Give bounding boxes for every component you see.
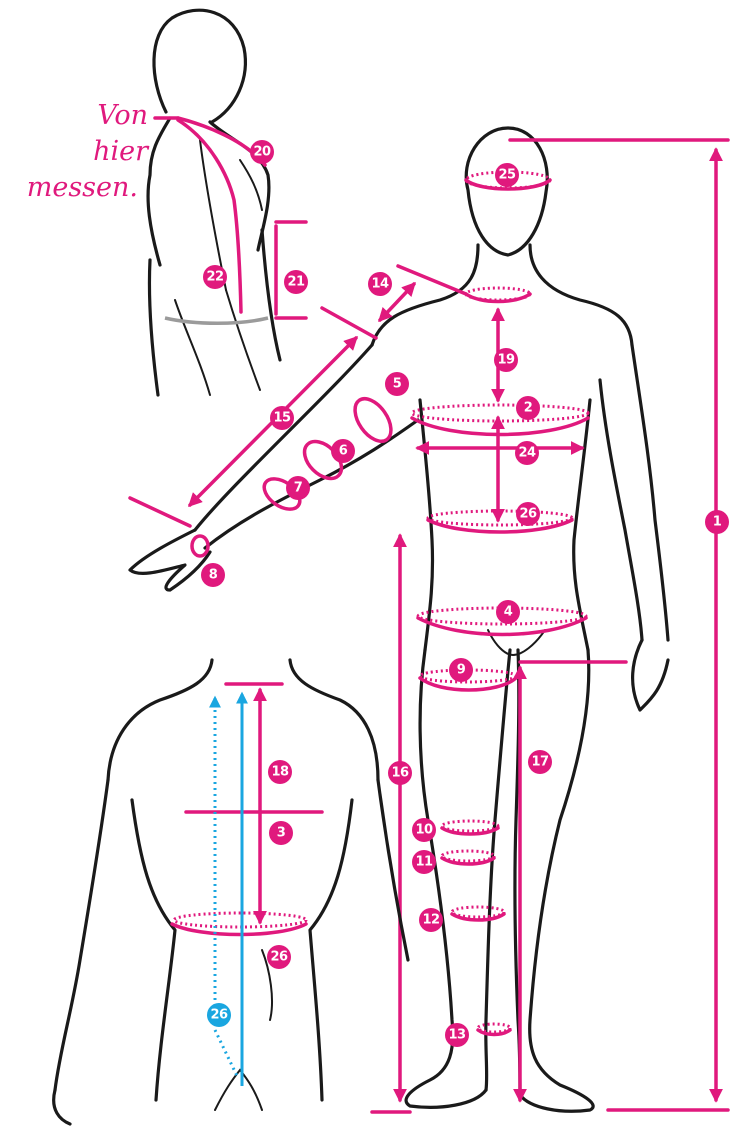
badge-number: 5	[393, 377, 402, 392]
badge-4: 4	[496, 600, 520, 624]
badge-11: 11	[412, 850, 436, 874]
badge-3: 3	[269, 821, 293, 845]
badge-20: 20	[250, 140, 274, 164]
badge-2: 2	[516, 396, 540, 420]
badge-number: 12	[422, 913, 439, 928]
badge-number: 26	[519, 507, 537, 522]
note-line: Von	[97, 100, 148, 131]
back-body-figure	[54, 660, 408, 1124]
badge-number: 22	[206, 270, 223, 285]
badge-7: 7	[286, 476, 310, 500]
badge-14: 14	[368, 272, 392, 296]
note-line: hier	[93, 136, 150, 167]
upper-torso-figure	[148, 10, 280, 395]
badge-number: 24	[518, 446, 536, 461]
badge-number: 10	[415, 823, 433, 838]
badge-19: 19	[494, 348, 518, 372]
badge-number: 19	[497, 353, 515, 368]
note-line: messen.	[27, 172, 138, 203]
badge-number: 1	[713, 515, 722, 530]
badge-24: 24	[515, 441, 539, 465]
badge-number: 9	[457, 663, 466, 678]
badge-number: 13	[448, 1028, 466, 1043]
badge-26-blue: 26	[207, 1003, 231, 1027]
badge-8: 8	[201, 563, 225, 587]
badge-6: 6	[331, 439, 355, 463]
badge-15: 15	[270, 406, 294, 430]
badge-number: 8	[209, 568, 218, 583]
badge-26-front: 26	[516, 502, 540, 526]
measurement-badges: 1 2 3 4 5 6 7 8 9 10 11 12 13 14 15 16 1…	[201, 140, 729, 1047]
badge-number: 25	[498, 168, 516, 183]
badge-22: 22	[203, 265, 227, 289]
torso-measure-lines	[155, 118, 306, 323]
badge-12: 12	[419, 908, 443, 932]
badge-number: 26	[270, 950, 288, 965]
badge-number: 6	[339, 444, 348, 459]
badge-9: 9	[449, 658, 473, 682]
badge-18: 18	[268, 760, 292, 784]
badge-number: 11	[415, 855, 433, 870]
badge-number: 2	[524, 401, 533, 416]
badge-number: 26	[210, 1008, 228, 1023]
badge-number: 18	[271, 765, 289, 780]
badge-number: 4	[504, 605, 513, 620]
badge-number: 15	[273, 411, 291, 426]
badge-number: 7	[294, 481, 303, 496]
back-measure-lines	[172, 684, 322, 1086]
badge-number: 14	[371, 277, 389, 292]
badge-number: 3	[277, 826, 286, 841]
badge-10: 10	[412, 818, 436, 842]
badge-number: 20	[253, 145, 271, 160]
badge-13: 13	[445, 1023, 469, 1047]
badge-number: 17	[531, 755, 549, 770]
badge-26-back: 26	[267, 945, 291, 969]
note-text: Von hier messen.	[27, 100, 150, 203]
badge-number: 21	[287, 275, 305, 290]
badge-17: 17	[528, 750, 552, 774]
badge-5: 5	[385, 372, 409, 396]
badge-1: 1	[705, 510, 729, 534]
badge-25: 25	[495, 163, 519, 187]
badge-number: 16	[391, 766, 409, 781]
badge-21: 21	[284, 270, 308, 294]
badge-16: 16	[388, 761, 412, 785]
